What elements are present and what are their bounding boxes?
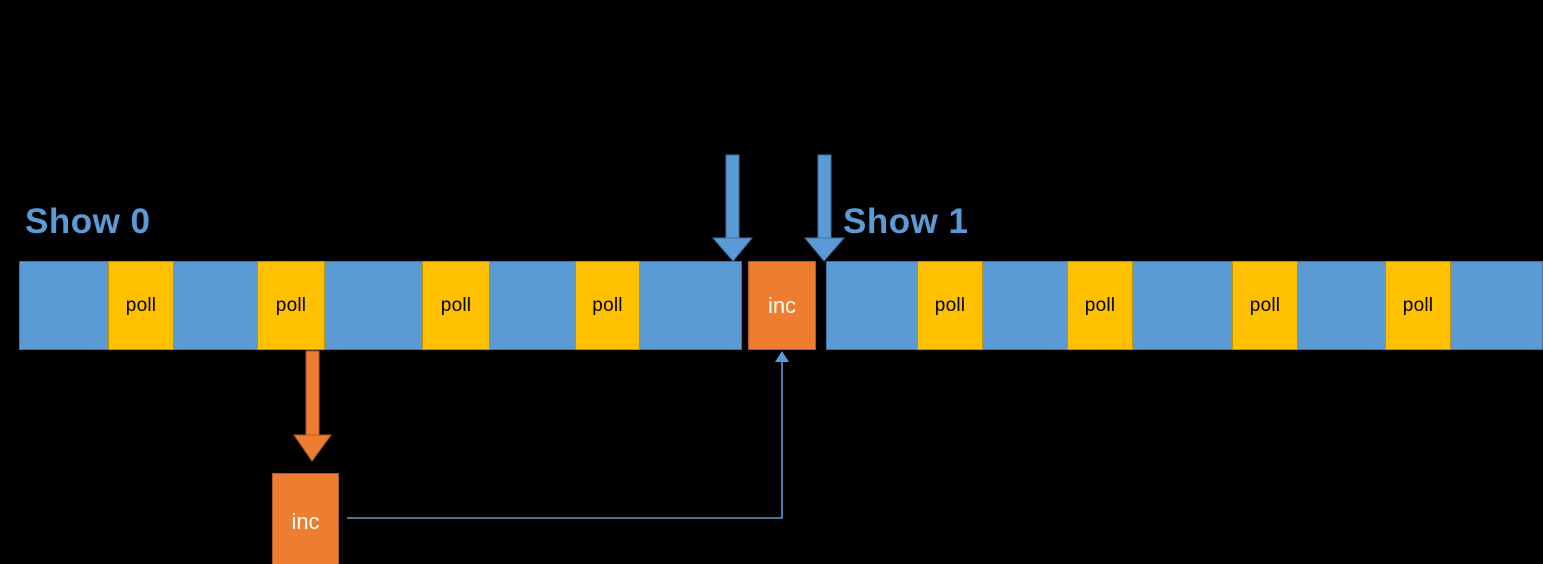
poll-block[interactable]: poll [422,261,490,350]
poll-block[interactable]: poll [1232,261,1298,350]
poll-block[interactable]: poll [575,261,640,350]
poll-block[interactable]: poll [108,261,174,350]
poll-block[interactable]: poll [257,261,325,350]
show-0-label: Show 0 [25,202,151,241]
show-1-label: Show 1 [843,202,969,241]
blue-down-arrow-show0 [711,154,754,262]
orange-down-arrow-poll-to-inc [293,350,332,462]
blue-down-arrow-show1 [803,154,846,262]
inc-block-timeline[interactable]: inc [748,261,816,350]
poll-block[interactable]: poll [1385,261,1451,350]
inc-return-connector-arrow [347,351,789,519]
inc-block-detached[interactable]: inc [272,473,339,564]
poll-block[interactable]: poll [1067,261,1133,350]
poll-block[interactable]: poll [917,261,983,350]
